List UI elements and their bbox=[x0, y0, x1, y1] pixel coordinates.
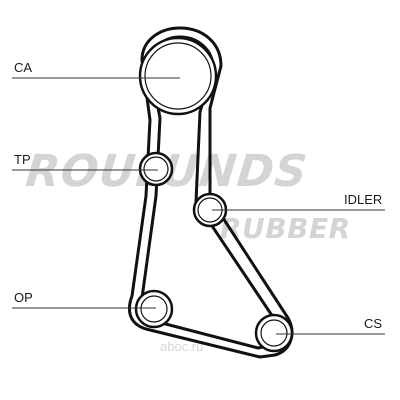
pulley-tensioner bbox=[138, 151, 174, 187]
belt-outer-outline bbox=[127, 26, 294, 359]
label-op: OP bbox=[14, 290, 33, 305]
pulley-oil-pump-hub bbox=[140, 295, 168, 323]
pulley-tensioner-hub bbox=[143, 156, 169, 182]
pulley-camshaft-hub bbox=[144, 42, 212, 110]
label-tp: TP bbox=[14, 152, 31, 167]
label-cs: CS bbox=[364, 316, 383, 331]
watermark-sub: RUBBER bbox=[220, 212, 351, 245]
watermark-site: aboc.ru bbox=[160, 339, 204, 354]
pulley-crankshaft-hub bbox=[260, 319, 288, 347]
pulley-camshaft bbox=[138, 36, 218, 116]
label-idler: IDLER bbox=[344, 192, 383, 207]
label-ca: CA bbox=[14, 60, 33, 75]
